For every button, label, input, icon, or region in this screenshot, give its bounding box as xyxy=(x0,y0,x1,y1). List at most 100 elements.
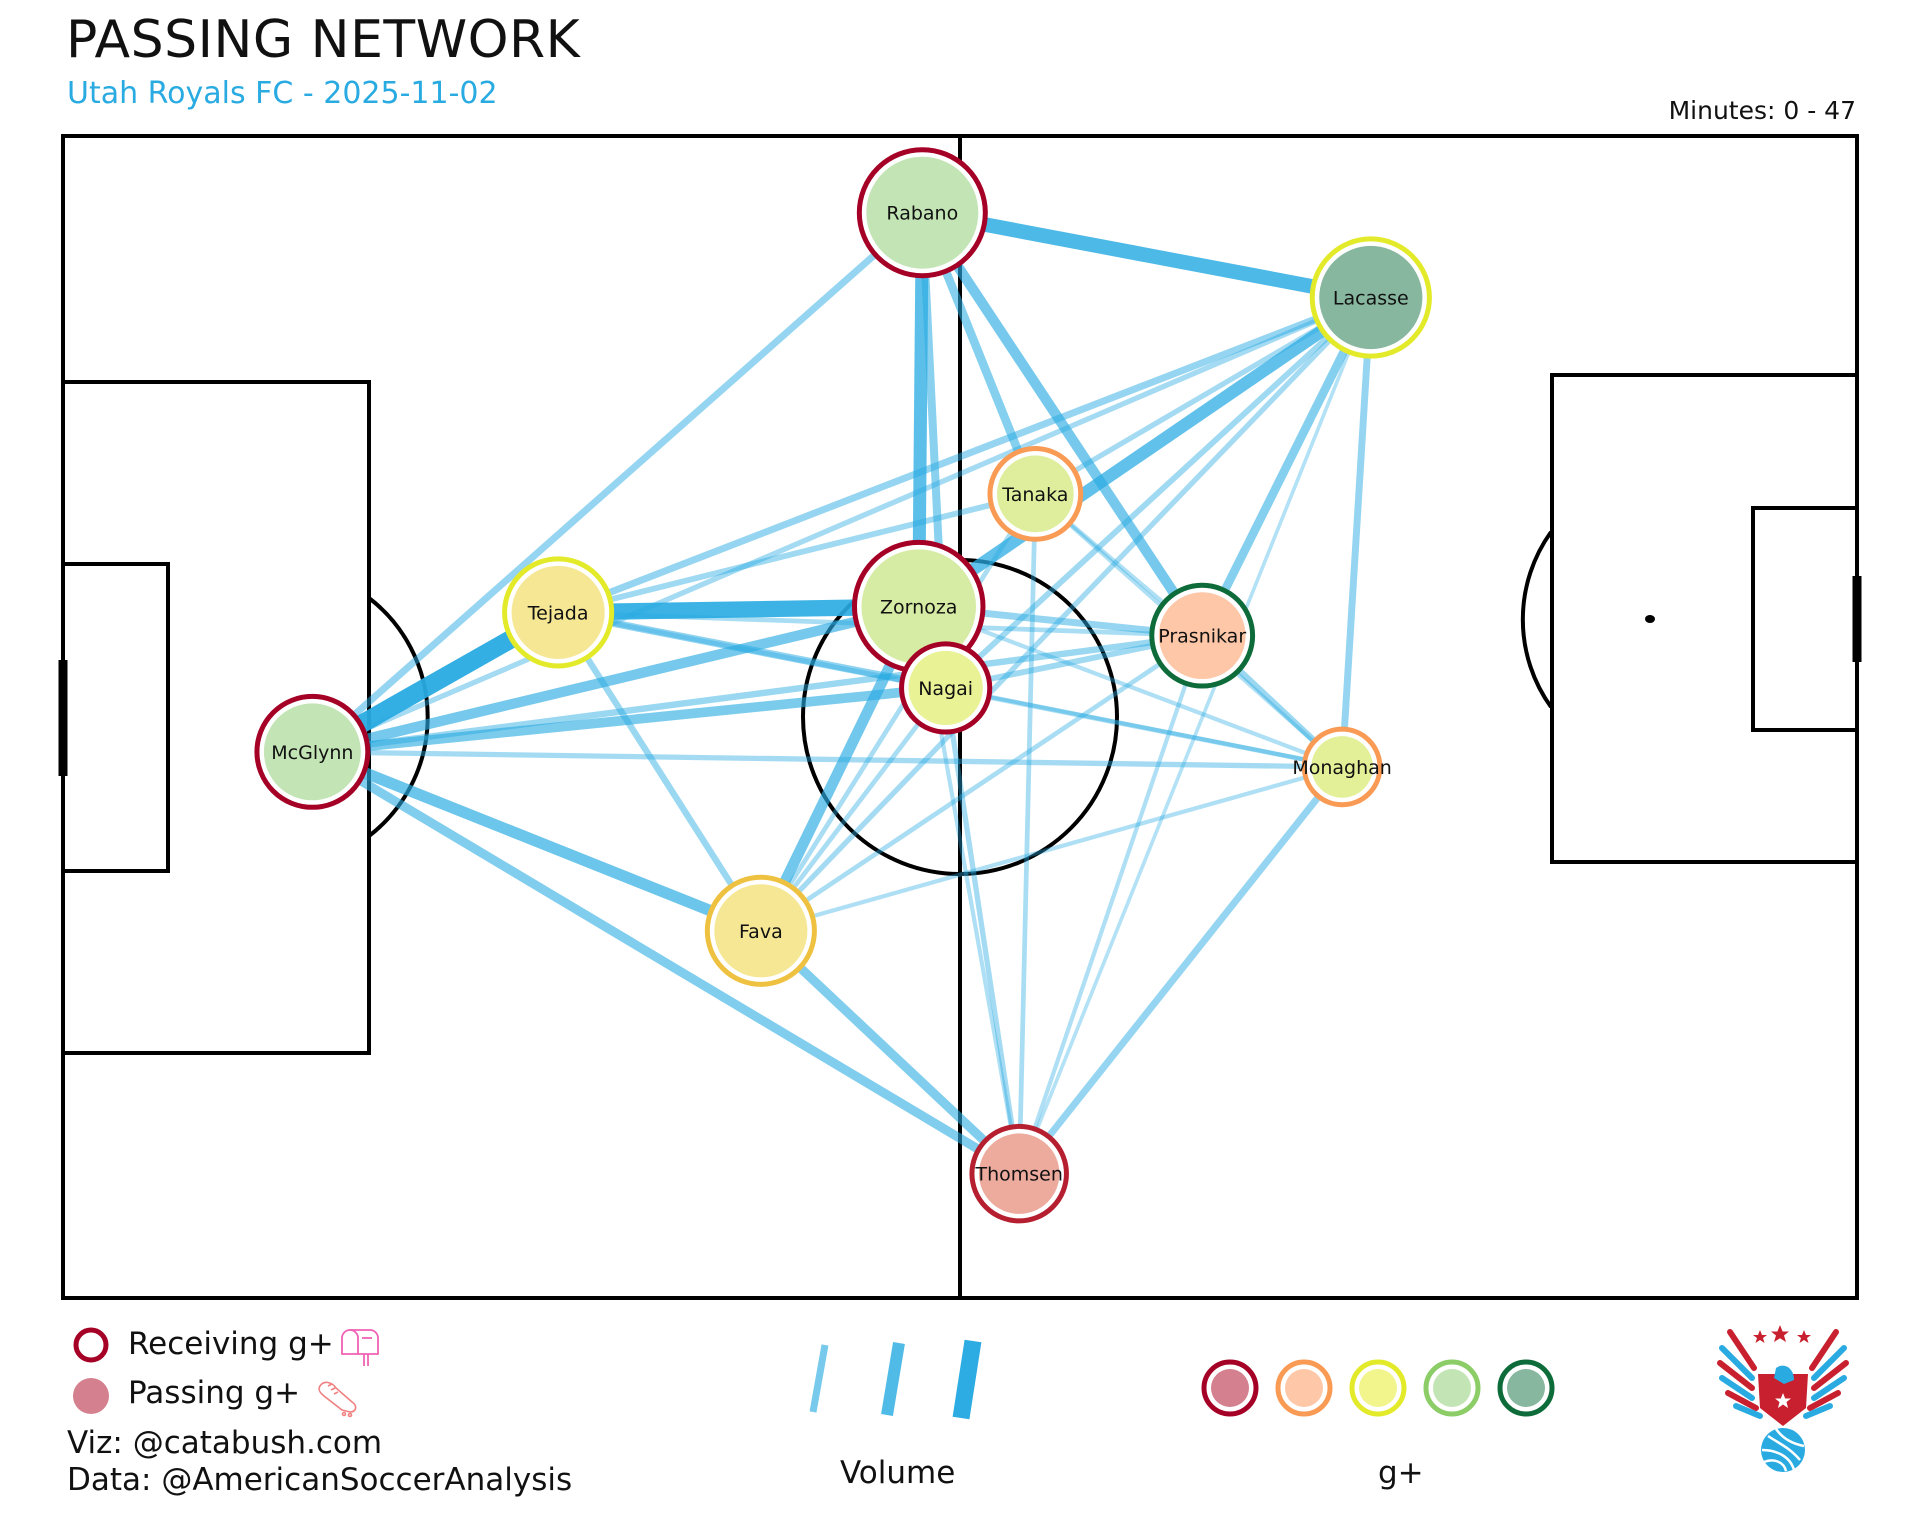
pass-edge-lacasse-thomsen xyxy=(1017,296,1373,1175)
pass-edge-mcglynn-zornoza xyxy=(311,601,920,757)
gplus-legend xyxy=(1201,1359,1555,1417)
passing-fill xyxy=(861,549,976,664)
pass-edge-fava-prasnikar xyxy=(759,633,1204,933)
pass-edge-zornoza-monaghan xyxy=(917,604,1343,769)
passing-fill xyxy=(1158,592,1246,680)
minutes-range: Minutes: 0 - 47 xyxy=(1668,96,1856,125)
pass-edge-prasnikar-thomsen xyxy=(1017,634,1205,1175)
star-icon xyxy=(1753,1330,1767,1343)
pass-edge-mcglynn-rabano xyxy=(310,210,925,755)
passing-legend-label: Passing g+ xyxy=(128,1375,301,1411)
passing-fill xyxy=(263,703,361,801)
player-name: Prasnikar xyxy=(1158,626,1246,648)
pass-edge-tejada-fava xyxy=(555,610,764,933)
pass-edge-monaghan-thomsen xyxy=(1016,764,1345,1176)
volume-legend-line xyxy=(809,1344,829,1413)
pass-edge-lacasse-tejada xyxy=(556,294,1373,616)
passing-fill xyxy=(866,156,979,269)
player-node-tanaka: Tanaka xyxy=(987,446,1084,542)
pass-edge-tanaka-thomsen xyxy=(1016,493,1038,1174)
pass-edge-tejada-tanaka xyxy=(557,491,1037,616)
pass-edge-nagai-thomsen xyxy=(943,687,1022,1175)
data-credit: Data: @AmericanSoccerAnalysis xyxy=(67,1462,573,1498)
right-six-yard-box xyxy=(1751,506,1859,732)
player-name: Thomsen xyxy=(974,1164,1062,1186)
passing-fill xyxy=(996,455,1074,533)
pass-edge-mcglynn-monaghan xyxy=(312,749,1343,770)
viz-credit: Viz: @catabush.com xyxy=(67,1425,383,1461)
pass-edge-lacasse-nagai xyxy=(943,295,1373,691)
right-penalty-spot xyxy=(1645,615,1655,623)
passing-fill xyxy=(714,884,808,978)
pass-edge-mcglynn-nagai xyxy=(311,683,947,757)
right-penalty-arc xyxy=(1520,530,1553,709)
receiving-legend-marker xyxy=(73,1327,109,1363)
passing-fill xyxy=(1311,736,1373,798)
pitch-markings xyxy=(58,134,1862,1300)
player-node-prasnikar: Prasnikar xyxy=(1149,582,1256,689)
player-name: Lacasse xyxy=(1333,288,1409,310)
star-icon xyxy=(1797,1330,1811,1343)
left-six-yard-box xyxy=(61,562,170,873)
pass-edge-fava-lacasse xyxy=(758,295,1373,933)
player-name: Tanaka xyxy=(1001,484,1068,506)
passing-fill xyxy=(978,1133,1060,1214)
player-name: Rabano xyxy=(886,203,958,225)
star-icon xyxy=(1771,1325,1789,1342)
mailbox-icon xyxy=(341,1329,379,1366)
player-node-mcglynn: McGlynn xyxy=(254,693,371,810)
player-node-fava: Fava xyxy=(704,874,817,987)
passing-fill xyxy=(908,650,983,726)
player-name: Tejada xyxy=(527,602,589,624)
gplus-legend-label: g+ xyxy=(1378,1455,1424,1491)
volume-legend-line xyxy=(881,1342,905,1416)
player-name: Fava xyxy=(739,921,783,943)
player-name: Nagai xyxy=(918,678,973,700)
gplus-legend-fill xyxy=(1507,1369,1545,1407)
player-node-rabano: Rabano xyxy=(856,147,988,279)
pass-edge-rabano-prasnikar xyxy=(918,209,1207,639)
volume-legend-line xyxy=(952,1339,982,1420)
pass-edge-rabano-lacasse xyxy=(920,205,1373,305)
player-node-thomsen: Thomsen xyxy=(969,1123,1069,1224)
cleat-icon xyxy=(318,1381,357,1418)
passing-fill xyxy=(1319,245,1423,350)
player-node-tejada: Tejada xyxy=(502,556,615,669)
player-node-zornoza: Zornoza xyxy=(851,539,986,674)
player-node-monaghan: Monaghan xyxy=(1292,726,1392,808)
chart-subtitle: Utah Royals FC - 2025-11-02 xyxy=(67,76,498,111)
pass-edge-mcglynn-prasnikar xyxy=(311,632,1203,756)
pass-edge-lacasse-prasnikar xyxy=(1198,295,1375,638)
player-name: McGlynn xyxy=(271,742,353,764)
player-name: Monaghan xyxy=(1292,757,1392,779)
eagle-logo xyxy=(1717,1325,1849,1472)
gplus-legend-fill xyxy=(1433,1369,1471,1407)
pass-edge-tejada-nagai xyxy=(557,608,947,692)
pass-edge-mcglynn-fava xyxy=(310,746,763,937)
pass-edge-fava-monaghan xyxy=(760,764,1343,933)
player-node-lacasse: Lacasse xyxy=(1309,236,1432,359)
chart-title: PASSING NETWORK xyxy=(66,10,581,70)
passing-legend-marker xyxy=(73,1378,109,1414)
pass-edge-lacasse-mcglynn xyxy=(311,295,1372,755)
gplus-legend-fill xyxy=(1359,1369,1397,1407)
pass-edge-lacasse-zornoza xyxy=(915,292,1375,612)
pass-edge-lacasse-tanaka xyxy=(1034,295,1373,497)
pass-edge-fava-thomsen xyxy=(757,927,1023,1177)
right-penalty-box xyxy=(1550,373,1859,864)
pass-edge-lacasse-monaghan xyxy=(1338,297,1375,768)
volume-legend xyxy=(809,1339,982,1420)
left-penalty-arc xyxy=(367,596,430,838)
receiving-legend-label: Receiving g+ xyxy=(128,1326,334,1362)
player-name: Zornoza xyxy=(880,597,957,619)
gplus-legend-fill xyxy=(1211,1369,1249,1407)
gplus-legend-fill xyxy=(1285,1369,1323,1407)
passing-fill xyxy=(511,565,605,659)
volume-legend-label: Volume xyxy=(840,1455,956,1491)
pass-edge-mcglynn-thomsen xyxy=(310,747,1022,1178)
pass-edge-fava-tanaka xyxy=(758,492,1038,933)
pass-edges xyxy=(307,205,1375,1178)
player-node-nagai: Nagai xyxy=(899,641,993,735)
